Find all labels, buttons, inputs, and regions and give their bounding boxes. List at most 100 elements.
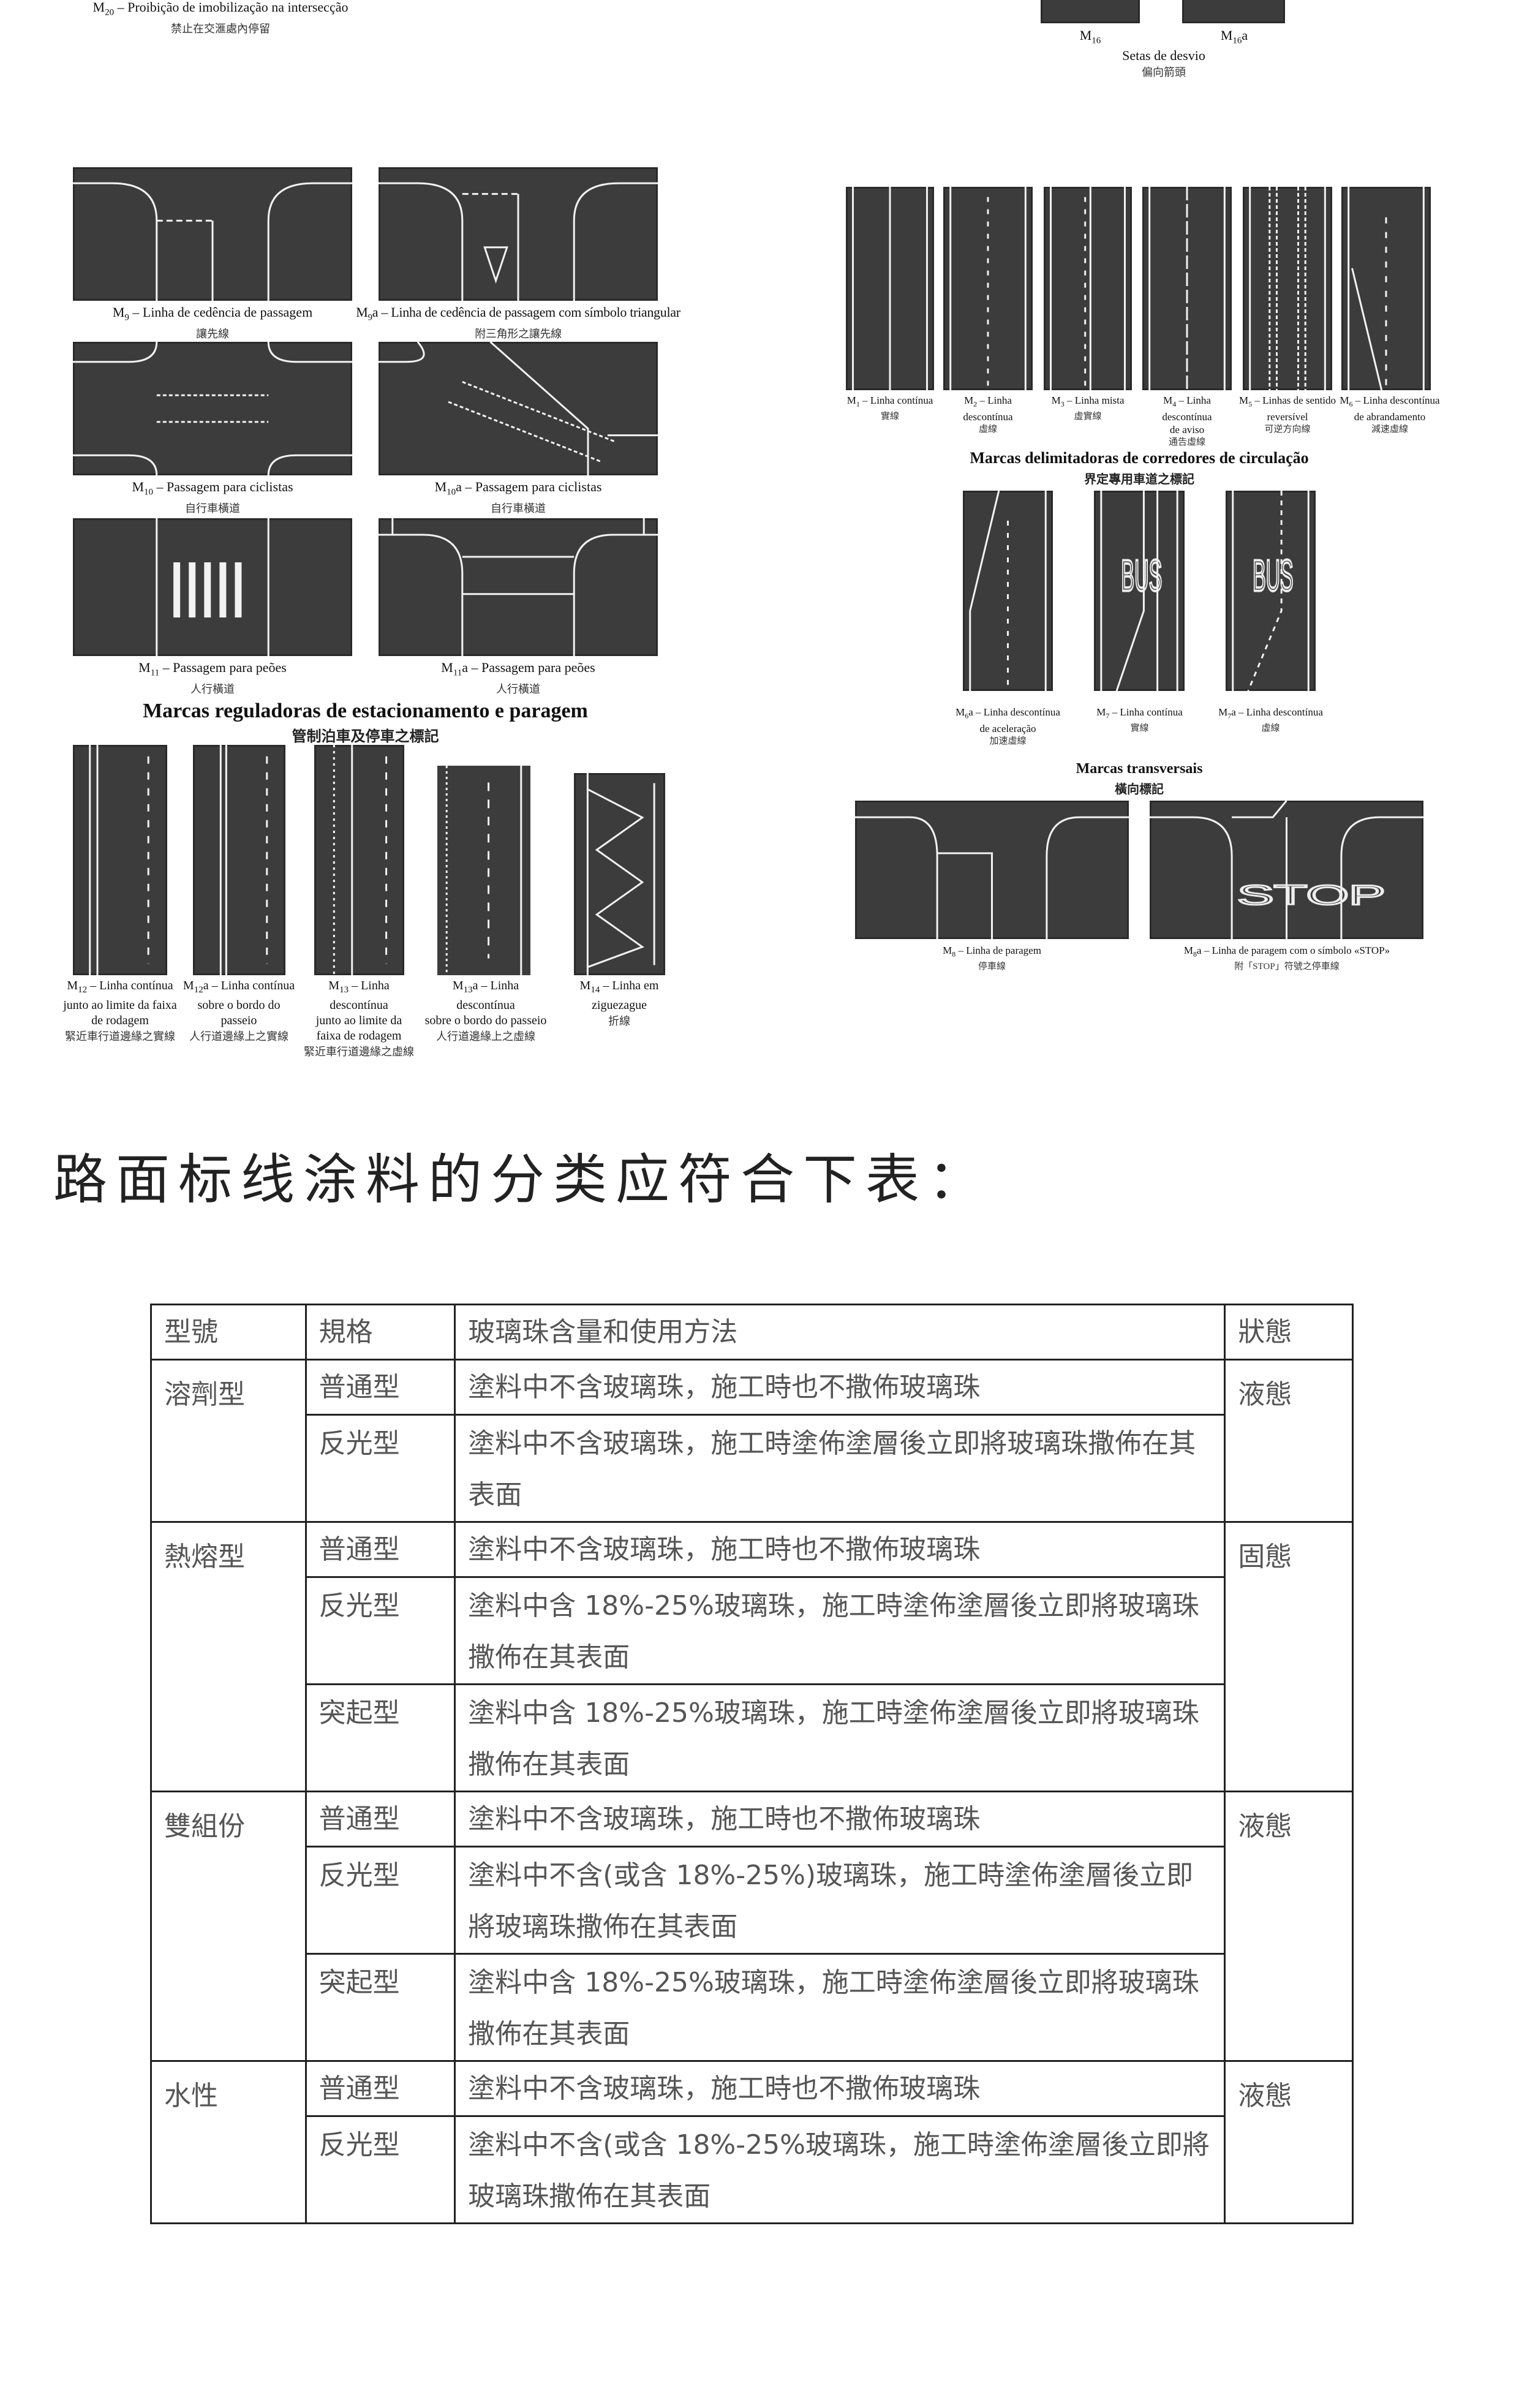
- caption-title: M7 – Linha contínua: [1077, 706, 1202, 722]
- caption-chinese: 自行車橫道: [185, 502, 240, 515]
- road-panel-m14: [574, 773, 665, 975]
- method-cell: 塗料中不含玻璃珠，施工時也不撒佈玻璃珠: [454, 2060, 1226, 2117]
- caption-portuguese-line: sobre o bordo do passeio: [197, 998, 281, 1027]
- road-panel-m1: [846, 187, 934, 390]
- marking-code-number: 4: [1172, 399, 1177, 409]
- road-panel-m6: [1341, 187, 1431, 390]
- method-cell: 塗料中含 18%-25%玻璃珠，施工時塗佈塗層後立即將玻璃珠撒佈在其表面: [454, 1683, 1226, 1792]
- marking-code-number: 9: [124, 312, 129, 323]
- marking-code-letter: M: [132, 479, 145, 494]
- marking-code-number: 11: [453, 668, 462, 678]
- caption-chinese: 緊近車行道邊緣之虛線: [304, 1046, 414, 1058]
- marking-code-suffix: a: [1197, 945, 1202, 956]
- marking-code-letter: M: [1096, 706, 1106, 718]
- marking-code-letter: M: [356, 304, 368, 320]
- marking-code-number: 12: [194, 985, 203, 995]
- marking-code-number: 14: [590, 985, 600, 995]
- marking-code-letter: M: [579, 979, 591, 992]
- marking-code-number: 5: [1248, 399, 1253, 409]
- road-panel-m13: [314, 745, 404, 975]
- road-panel-m10a: [379, 342, 658, 475]
- caption-chinese: 可逆方向線: [1264, 425, 1311, 435]
- caption-portuguese: – Linha de paragem com o símbolo «STOP»: [1204, 945, 1390, 956]
- road-panel-m4: [1142, 187, 1232, 390]
- marking-code-letter: M: [112, 304, 125, 320]
- caption-portuguese: – Linha descontínua: [1162, 394, 1212, 423]
- caption-title: M6 – Linha descontínua: [1338, 394, 1442, 410]
- marking-code-letter: M: [452, 979, 464, 992]
- caption-title: M20 – Proibição de imobilização na inter…: [74, 0, 368, 21]
- caption-m20: M20 – Proibição de imobilização na inter…: [74, 0, 368, 37]
- caption-portuguese: – Linha contínua: [211, 979, 295, 992]
- road-panel-m10: [73, 342, 352, 475]
- marking-code-number: 8: [952, 949, 956, 959]
- spec-cell: 反光型: [304, 1576, 456, 1685]
- caption-title: M3 – Linha mista: [1039, 394, 1137, 410]
- method-cell: 塗料中不含(或含 18%-25%)玻璃珠，施工時塗佈塗層後立即將玻璃珠撒佈在其表…: [454, 1846, 1226, 1955]
- type-cell: 雙組份: [150, 1791, 307, 2062]
- caption-portuguese: – Linha mista: [1066, 394, 1125, 406]
- marking-code-number: 9: [368, 312, 372, 323]
- spec-cell: 普通型: [304, 1359, 456, 1416]
- marking-code-letter: M: [1183, 945, 1194, 956]
- caption-chinese: 實線: [1130, 723, 1149, 734]
- caption-portuguese: – Linha descontínua: [330, 979, 390, 1012]
- caption-chinese: 人行橫道: [190, 683, 235, 696]
- caption-chinese: 停車線: [978, 962, 1006, 972]
- marking-code-number: 1: [856, 399, 860, 409]
- road-panel-m7a: BUS: [1226, 491, 1316, 691]
- state-cell: 液態: [1224, 2060, 1354, 2224]
- caption-title: M7a – Linha descontínua: [1208, 706, 1333, 722]
- road-panel-m8a: STOP: [1150, 801, 1423, 939]
- road-panel-m9: [73, 167, 352, 301]
- road-panel-m8: [855, 801, 1129, 939]
- section-title-parking-zh: 管制泊車及停車之標記: [292, 729, 439, 745]
- caption-portuguese: – Linha de cedência de passagem com símb…: [381, 304, 680, 320]
- caption-portuguese-line: de aviso: [1169, 424, 1205, 436]
- spec-cell: 反光型: [304, 2115, 456, 2224]
- caption-title: M2 – Linha descontínua: [939, 394, 1037, 423]
- table-row: 反光型塗料中不含(或含 18%-25%玻璃珠，施工時塗佈塗層後立即將玻璃珠撒佈在…: [151, 2115, 1353, 2224]
- caption-title: M6a – Linha descontínua: [945, 706, 1071, 722]
- caption-title: M5 – Linhas de sentido: [1238, 394, 1336, 410]
- table-row: 反光型塗料中不含(或含 18%-25%)玻璃珠，施工時塗佈塗層後立即將玻璃珠撒佈…: [151, 1846, 1353, 1955]
- spec-cell: 反光型: [304, 1414, 456, 1523]
- caption-m9a: M9a – Linha de cedência de passagem com …: [347, 304, 690, 342]
- caption-chinese: 減速虛線: [1371, 425, 1408, 435]
- marking-code-letter: M: [943, 945, 952, 956]
- road-panel-m9a: [379, 167, 658, 301]
- marking-code-letter: M: [956, 706, 965, 718]
- column-header: 玻璃珠含量和使用方法: [454, 1304, 1226, 1361]
- marking-code-suffix: a: [372, 304, 379, 320]
- caption-portuguese: – Proibição de imobilização na intersecç…: [117, 0, 349, 15]
- caption-title: M11 – Passagem para peões: [73, 659, 352, 681]
- caption-title: M9a – Linha de cedência de passagem com …: [347, 304, 690, 326]
- caption-portuguese: – Passagem para ciclistas: [156, 479, 293, 494]
- caption-portuguese: – Passagem para ciclistas: [465, 479, 602, 494]
- method-cell: 塗料中不含(或含 18%-25%玻璃珠，施工時塗佈塗層後立即將玻璃珠撒佈在其表面: [454, 2115, 1226, 2224]
- type-cell: 水性: [150, 2060, 307, 2224]
- caption-chinese: 附「STOP」符號之停車線: [1234, 962, 1340, 972]
- caption-portuguese-line: junto ao limite da: [315, 1014, 402, 1027]
- table-row: 水性普通型塗料中不含玻璃珠，施工時也不撒佈玻璃珠液態: [150, 2060, 1354, 2224]
- caption-portuguese: – Linha descontínua: [1238, 706, 1323, 718]
- marking-code-suffix: a: [1231, 706, 1236, 718]
- type-cell: 熱熔型: [150, 1521, 307, 1792]
- caption-chinese: 虛實線: [1074, 412, 1102, 422]
- road-panel-m11: [73, 518, 352, 656]
- marking-code-number: 16: [1232, 36, 1242, 46]
- column-header: 狀態: [1224, 1304, 1354, 1361]
- caption-portuguese: – Passagem para peões: [162, 660, 287, 675]
- marking-code-letter: M: [1051, 394, 1061, 406]
- section-title-transversais-zh: 橫向標記: [1115, 783, 1164, 796]
- marking-code-number: 2: [973, 399, 978, 409]
